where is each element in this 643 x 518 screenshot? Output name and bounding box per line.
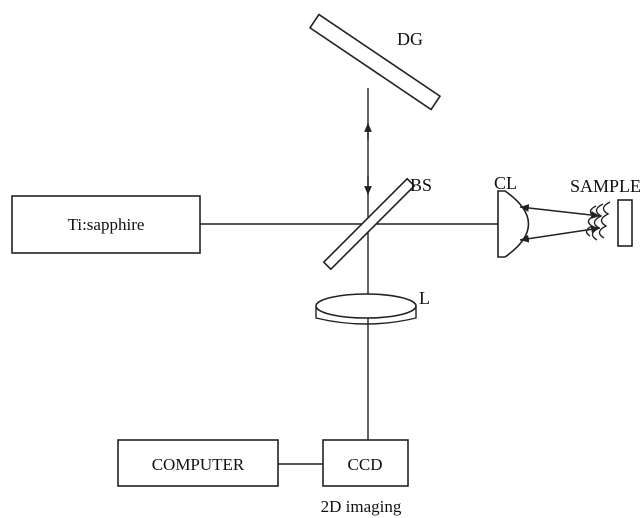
ccd-box bbox=[322, 439, 409, 487]
sample-shape bbox=[585, 199, 633, 247]
imaging-lens-body bbox=[315, 306, 417, 325]
cylindrical-lens-shape bbox=[497, 190, 530, 258]
imaging-lens-shape bbox=[315, 293, 417, 319]
computer-label: COMPUTER bbox=[152, 455, 245, 474]
beam-splitter-label: BS bbox=[410, 175, 432, 195]
grating-label: DG bbox=[397, 29, 423, 49]
beam-splitter-shape bbox=[322, 177, 416, 271]
sample-label: SAMPLE bbox=[570, 176, 641, 196]
imaging-caption: 2D imaging bbox=[321, 497, 402, 516]
cylindrical-lens-label: CL bbox=[494, 173, 517, 193]
laser-label: Ti:sapphire bbox=[68, 215, 145, 234]
diffraction-grating-shape bbox=[308, 13, 442, 111]
computer-box bbox=[117, 439, 279, 487]
ccd-label: CCD bbox=[348, 455, 383, 474]
ray-to-sample-upper bbox=[519, 204, 601, 219]
laser-source-box bbox=[11, 195, 201, 254]
imaging-lens-label: L bbox=[419, 288, 430, 308]
